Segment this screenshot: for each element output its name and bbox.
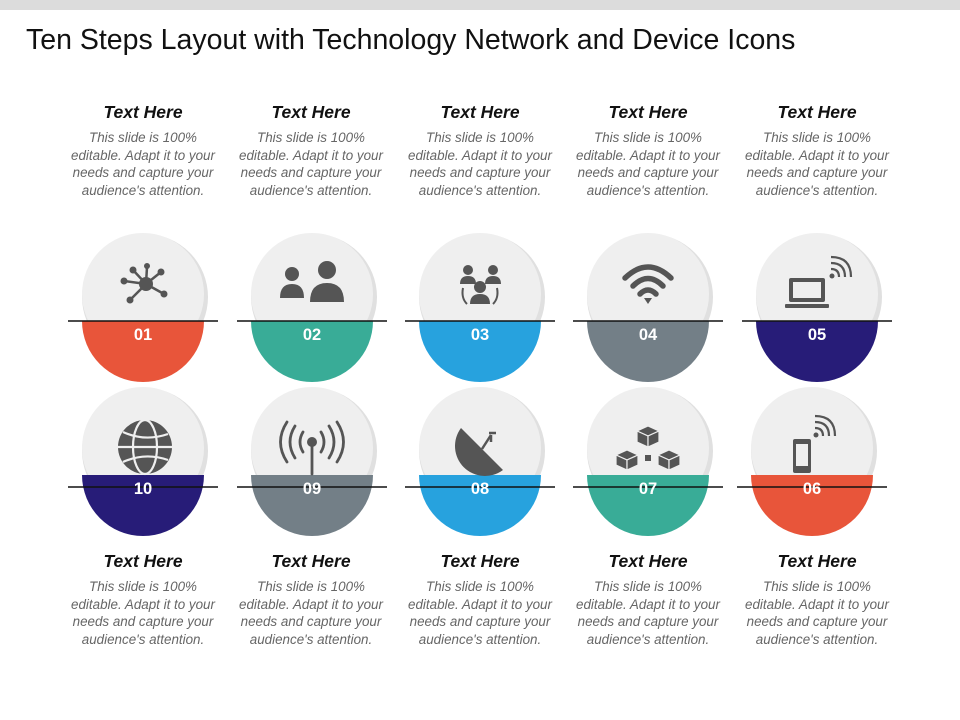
step-heading: Text Here	[777, 102, 857, 122]
step-number: 09	[302, 480, 322, 498]
step-description: This slide is 100% editable. Adapt it to…	[745, 130, 889, 198]
step-number: 03	[470, 326, 490, 344]
step-number: 07	[638, 480, 658, 498]
step-number: 05	[807, 326, 827, 344]
step-01-text: Text Here This slide is 100% editable. A…	[63, 102, 223, 199]
step-02-badge: 02	[237, 232, 387, 382]
step-description: This slide is 100% editable. Adapt it to…	[408, 579, 552, 647]
page-title: Ten Steps Layout with Technology Network…	[26, 24, 796, 56]
step-08-badge: 08	[405, 387, 555, 538]
step-09-badge: 09	[237, 387, 387, 538]
laptop-wireless-icon	[785, 255, 853, 308]
step-heading: Text Here	[440, 551, 520, 571]
step-10-badge: 10	[68, 387, 218, 538]
step-description: This slide is 100% editable. Adapt it to…	[745, 579, 889, 647]
step-02-text: Text Here This slide is 100% editable. A…	[231, 102, 391, 199]
step-description: This slide is 100% editable. Adapt it to…	[408, 130, 552, 198]
step-08-text: Text Here This slide is 100% editable. A…	[400, 551, 560, 648]
step-number: 06	[802, 480, 822, 498]
step-07-text: Text Here This slide is 100% editable. A…	[568, 551, 728, 648]
step-03-badge: 03	[405, 232, 555, 382]
step-05-badge: 05	[742, 232, 892, 382]
connected-cubes-icon	[614, 425, 682, 471]
step-description: This slide is 100% editable. Adapt it to…	[576, 130, 720, 198]
step-07-badge: 07	[573, 387, 723, 538]
step-heading: Text Here	[271, 551, 351, 571]
radio-antenna-icon	[279, 420, 345, 476]
color-half	[82, 321, 204, 382]
wifi-icon	[622, 264, 674, 304]
step-04-text: Text Here This slide is 100% editable. A…	[568, 102, 728, 199]
globe-icon	[118, 418, 172, 476]
step-heading: Text Here	[608, 551, 688, 571]
step-number: 04	[638, 326, 658, 344]
satellite-dish-icon	[455, 428, 503, 476]
step-09-text: Text Here This slide is 100% editable. A…	[231, 551, 391, 648]
step-10-text: Text Here This slide is 100% editable. A…	[63, 551, 223, 648]
step-description: This slide is 100% editable. Adapt it to…	[239, 130, 383, 198]
step-03-text: Text Here This slide is 100% editable. A…	[400, 102, 560, 199]
step-01-badge: 01	[68, 232, 218, 382]
step-description: This slide is 100% editable. Adapt it to…	[71, 579, 215, 647]
step-04-badge: 04	[573, 232, 723, 382]
step-number: 08	[470, 480, 490, 498]
step-number: 10	[133, 480, 153, 498]
step-number: 02	[302, 326, 322, 344]
step-heading: Text Here	[271, 102, 351, 122]
step-heading: Text Here	[103, 551, 183, 571]
step-heading: Text Here	[608, 102, 688, 122]
step-05-text: Text Here This slide is 100% editable. A…	[737, 102, 897, 199]
step-heading: Text Here	[777, 551, 857, 571]
step-heading: Text Here	[440, 102, 520, 122]
top-accent-bar	[0, 0, 960, 10]
step-heading: Text Here	[103, 102, 183, 122]
mobile-signal-icon	[793, 414, 837, 473]
step-06-badge: 06	[737, 387, 887, 538]
team-group-icon	[460, 265, 501, 305]
network-nodes-icon	[120, 263, 168, 304]
users-icon	[280, 261, 344, 302]
step-number: 01	[133, 326, 153, 344]
step-06-text: Text Here This slide is 100% editable. A…	[737, 551, 897, 648]
step-description: This slide is 100% editable. Adapt it to…	[576, 579, 720, 647]
step-description: This slide is 100% editable. Adapt it to…	[239, 579, 383, 647]
step-description: This slide is 100% editable. Adapt it to…	[71, 130, 215, 198]
